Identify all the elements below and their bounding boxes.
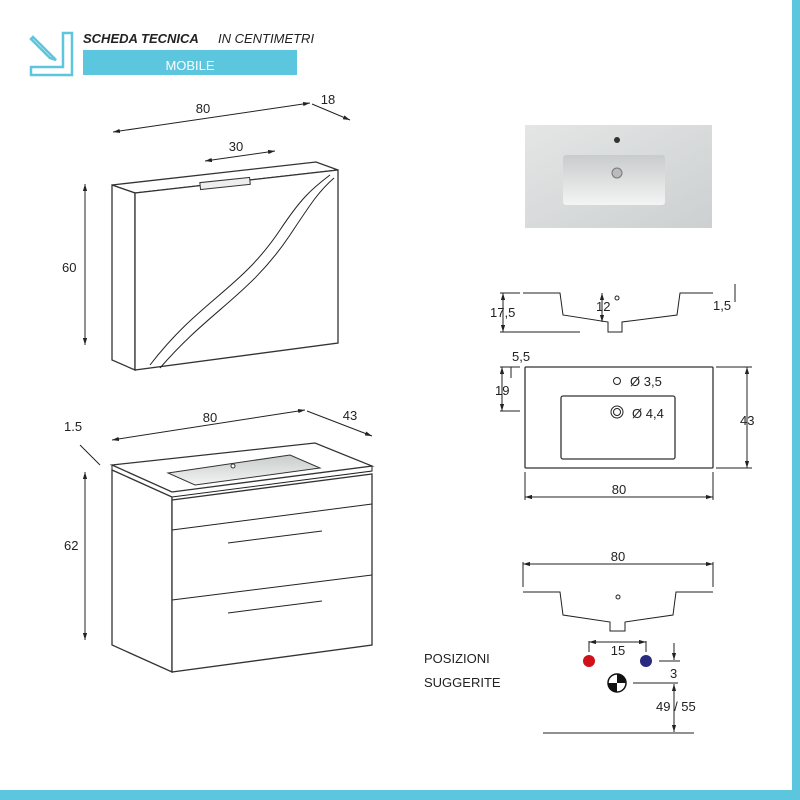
light-width-label: 30 — [229, 139, 243, 154]
sink-height-label: 17,5 — [490, 305, 515, 320]
drain-target-icon — [607, 673, 627, 693]
mirror-height-label: 60 — [62, 260, 76, 275]
vanity-depth-label: 43 — [343, 408, 357, 423]
top-depth-label: 43 — [740, 413, 754, 428]
tap-spacing-label: 15 — [611, 643, 625, 658]
vertical-gap-label: 3 — [670, 666, 677, 681]
drawer-handle — [227, 600, 323, 614]
plumbing-sink-width-label: 80 — [611, 549, 625, 564]
mirror-width-label: 80 — [196, 101, 210, 116]
positions-label-1: POSIZIONI — [424, 651, 490, 666]
cold-water-icon — [640, 655, 652, 667]
sink-photo — [525, 125, 712, 228]
vanity-height-label: 62 — [64, 538, 78, 553]
section-banner — [83, 50, 297, 75]
sink-section — [523, 292, 713, 333]
drain-offset-label: 19 — [495, 383, 509, 398]
drain-height-label: 49 / 55 — [656, 699, 696, 714]
positions-label-2: SUGGERITE — [424, 675, 501, 690]
header-title: SCHEDA TECNICA — [83, 31, 199, 46]
drain-hole-label: Ø 4,4 — [632, 406, 664, 421]
drawer-handle — [227, 530, 323, 544]
top-thickness-label: 1.5 — [64, 419, 82, 434]
sink-front-section — [523, 591, 713, 632]
vanity-width-label: 80 — [203, 410, 217, 425]
vanity-unit — [109, 442, 375, 674]
tap-hole-label: Ø 3,5 — [630, 374, 662, 389]
right-border — [792, 0, 800, 800]
section-title: MOBILE — [165, 58, 214, 73]
basin-depth-label: 12 — [596, 299, 610, 314]
tap-offset-label: 5,5 — [512, 349, 530, 364]
pencil-ruler-icon — [29, 31, 74, 77]
hot-water-icon — [583, 655, 595, 667]
header-subtitle: IN CENTIMETRI — [218, 31, 314, 46]
rim-thickness-label: 1,5 — [713, 298, 731, 313]
sink-top-view — [524, 366, 714, 469]
bottom-border — [0, 790, 800, 800]
mirror-depth-label: 18 — [321, 92, 335, 107]
mirror-cabinet — [111, 161, 339, 371]
top-width-label: 80 — [612, 482, 626, 497]
